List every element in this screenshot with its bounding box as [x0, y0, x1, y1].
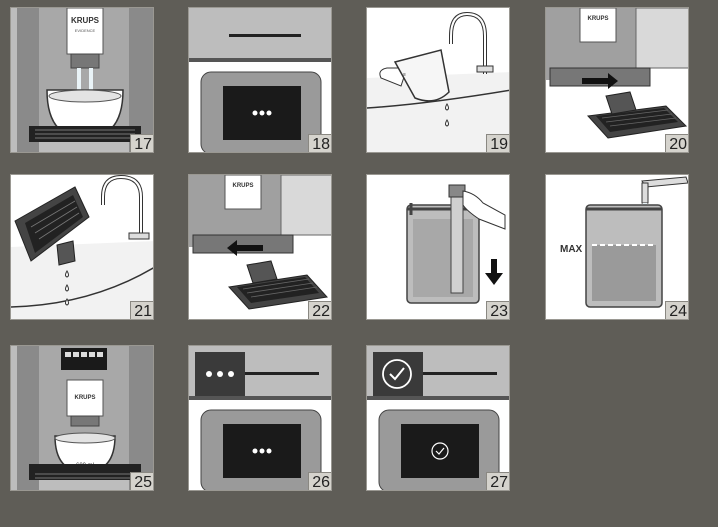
step-number: 19: [486, 134, 509, 152]
step-number: 25: [130, 472, 153, 490]
step-number: 26: [308, 472, 331, 490]
arrow-icon: [582, 73, 618, 89]
water-drop-icon: [445, 103, 449, 127]
step-number: 17: [130, 134, 153, 152]
machine-dispensing-water-illustration: KRUPS EVIDENCE: [11, 8, 153, 152]
step-25-panel: KRUPS 600 ml 25: [10, 345, 154, 491]
checkmark-icon: [431, 442, 449, 460]
step-number: 23: [486, 301, 509, 319]
step-21-panel: 21: [10, 174, 154, 320]
step-17-panel: KRUPS EVIDENCE 17: [10, 7, 154, 153]
step-number: 24: [665, 301, 688, 319]
step-number: 21: [130, 301, 153, 319]
three-dots-icon: [252, 448, 272, 454]
step-23-panel: 23: [366, 174, 510, 320]
checkmark-icon: [382, 359, 412, 389]
step-18-panel: 18: [188, 7, 332, 153]
machine-screen-progress-illustration: [189, 346, 331, 490]
step-number: 27: [486, 472, 509, 490]
step-19-panel: ≡ 19: [366, 7, 510, 153]
svg-text:KRUPS: KRUPS: [74, 395, 95, 401]
remove-drip-tray-illustration: KRUPS: [546, 8, 688, 152]
three-dots-icon: [252, 110, 272, 116]
step-20-panel: KRUPS 20: [545, 7, 689, 153]
fill-jug-at-tap-illustration: ≡: [367, 8, 509, 152]
step-22-panel: KRUPS 22: [188, 174, 332, 320]
step-27-panel: 27: [366, 345, 510, 491]
rinse-tray-at-tap-illustration: [11, 175, 153, 319]
machine-screen-busy-illustration: [189, 8, 331, 152]
three-dots-icon: [206, 371, 234, 377]
svg-text:KRUPS: KRUPS: [587, 16, 608, 22]
step-number: 20: [665, 134, 688, 152]
water-drop-icon: [65, 270, 69, 306]
step-number: 18: [308, 134, 331, 152]
max-label: MAX: [560, 244, 583, 255]
brand-label: KRUPS: [71, 16, 100, 25]
machine-screen-done-illustration: [367, 346, 509, 490]
svg-text:KRUPS: KRUPS: [232, 183, 253, 189]
insert-drip-tray-illustration: KRUPS: [189, 175, 331, 319]
step-number: 22: [308, 301, 331, 319]
install-water-filter-illustration: [367, 175, 509, 319]
arrow-icon: [485, 259, 503, 285]
step-24-panel: MAX 24: [545, 174, 689, 320]
brand-sub-label: EVIDENCE: [75, 28, 96, 33]
arrow-icon: [227, 240, 263, 256]
machine-filling-600ml-illustration: KRUPS 600 ml: [11, 346, 153, 490]
svg-text:≡: ≡: [403, 72, 406, 78]
fill-tank-to-max-illustration: MAX: [546, 175, 688, 319]
step-26-panel: 26: [188, 345, 332, 491]
